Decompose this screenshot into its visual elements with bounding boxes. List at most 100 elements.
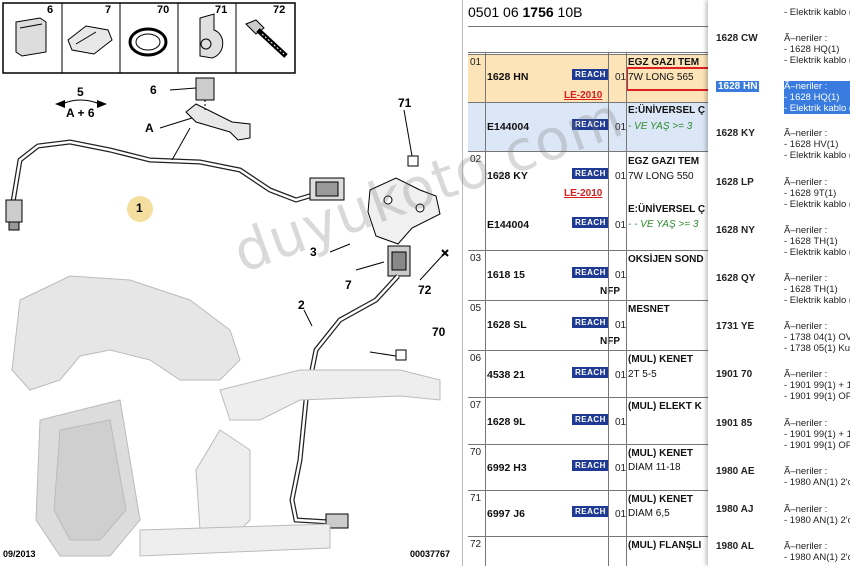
part-description: OKSİJEN SOND <box>628 254 704 265</box>
reach-badge: REACH <box>572 168 609 179</box>
alt-line: Ã–neriler : <box>784 418 828 429</box>
table-row[interactable]: E144004 REACH 01 E:ÜNİVERSEL Ç - - VE YA… <box>468 199 709 249</box>
alt-line: - Elektrik kablo ( <box>784 295 850 306</box>
table-row[interactable]: 71 6997 J6 REACH 01 (MUL) KENET DIAM 6,5 <box>468 490 709 537</box>
part-description: (MUL) FLANŞLI <box>628 540 702 551</box>
callout-2: 2 <box>298 298 305 312</box>
table-row[interactable]: E144004 REACH 01 E:ÜNİVERSEL Ç - VE YAŞ … <box>468 102 709 151</box>
alt-line: - 1738 05(1) Ku <box>784 343 850 354</box>
alt-code[interactable]: 1628 NY <box>716 225 755 236</box>
part-code[interactable]: 1628 9L <box>487 416 526 428</box>
parts-table-panel: 0501 06 1756 10B 01 1628 HN REACH 01 LE-… <box>462 0 709 566</box>
table-row[interactable]: 05 1628 SL REACH 01 NFP MESNET <box>468 300 709 351</box>
alt-code[interactable]: 1628 KY <box>716 128 755 139</box>
callout-5-sub: A + 6 <box>66 106 95 120</box>
parts-diagram: 6 7 70 71 72 5 A + 6 6 A 1 71 3 7 72 2 7… <box>2 2 451 559</box>
table-row[interactable]: 06 4538 21 REACH 01 (MUL) KENET 2T 5-5 <box>468 350 709 398</box>
reach-badge: REACH <box>572 367 609 378</box>
part-code[interactable]: 6997 J6 <box>487 508 525 520</box>
alt-code[interactable]: 1980 AJ <box>716 504 754 515</box>
alt-code[interactable]: 1980 AE <box>716 466 755 477</box>
row-position: 71 <box>470 493 482 504</box>
thumb-label-70: 70 <box>157 4 170 16</box>
thumb-label-6: 6 <box>47 4 54 16</box>
alt-code[interactable]: 1628 QY <box>716 273 756 284</box>
callout-5: 5 <box>77 85 84 99</box>
alt-line: Ã–neriler : <box>784 504 828 515</box>
callout-71: 71 <box>398 96 412 110</box>
le-link[interactable]: LE-2010 <box>564 188 603 199</box>
exhaust-diagram-drawing <box>2 2 449 557</box>
part-description: E:ÜNİVERSEL Ç <box>628 105 706 116</box>
callout-6: 6 <box>150 83 157 97</box>
part-code[interactable]: 1618 15 <box>487 269 525 281</box>
part-description-detail: - VE YAŞ >= 3 <box>628 121 693 132</box>
alt-line: - 1628 HQ(1) <box>784 44 840 55</box>
part-code[interactable]: 6992 H3 <box>487 462 527 474</box>
alt-code[interactable]: 1628 LP <box>716 177 754 188</box>
diagram-date: 09/2013 <box>3 549 36 559</box>
part-description: (MUL) KENET <box>628 494 693 505</box>
thumb-label-7: 7 <box>105 4 112 16</box>
alt-line: - 1628 HQ(1) <box>784 92 850 103</box>
part-description: (MUL) ELEKT K <box>628 401 702 412</box>
row-position: 70 <box>470 447 482 458</box>
part-code[interactable]: 1628 HN <box>487 71 529 83</box>
part-code[interactable]: E144004 <box>487 121 530 133</box>
alternatives-panel: - Elektrik kablo ( 1628 CW Ã–neriler :- … <box>708 0 850 566</box>
part-code[interactable]: 1628 KY <box>487 170 528 182</box>
thumb-label-72: 72 <box>273 4 286 16</box>
row-position: 06 <box>470 353 482 364</box>
part-description: E:ÜNİVERSEL Ç <box>628 204 706 215</box>
callout-7: 7 <box>345 278 352 292</box>
quantity: 01 <box>615 509 627 520</box>
table-row[interactable]: 03 1618 15 REACH 01 NFP OKSİJEN SOND <box>468 250 709 301</box>
alt-line: - Elektrik kablo ( <box>784 150 850 161</box>
alt-line: Ã–neriler : <box>784 466 828 477</box>
quantity: 01 <box>615 122 627 133</box>
part-code[interactable]: 1628 SL <box>487 319 527 331</box>
alt-code[interactable]: 1628 CW <box>716 33 758 44</box>
callout-1: 1 <box>136 201 143 215</box>
part-description-detail: DIAM 6,5 <box>628 508 670 519</box>
row-position: 07 <box>470 400 482 411</box>
ref-bold: 1756 <box>522 4 554 20</box>
alt-line: - 1980 AN(1) 2'c <box>784 515 850 526</box>
row-position: 72 <box>470 539 482 550</box>
part-description: MESNET <box>628 304 670 315</box>
table-row[interactable]: 70 6992 H3 REACH 01 (MUL) KENET DIAM 11-… <box>468 444 709 491</box>
alt-code[interactable]: 1980 AL <box>716 541 754 552</box>
part-description-detail: 2T 5-5 <box>628 369 657 380</box>
le-link[interactable]: LE-2010 <box>564 90 603 101</box>
reach-badge: REACH <box>572 460 609 471</box>
reach-badge: REACH <box>572 317 609 328</box>
alt-code[interactable]: 1731 YE <box>716 321 755 332</box>
alt-code[interactable]: 1901 70 <box>716 369 753 380</box>
alt-line: - 1901 99(1) OP <box>784 440 850 451</box>
alt-line: - 1980 AN(1) 2'c <box>784 552 850 563</box>
alt-code[interactable]: 1901 85 <box>716 418 753 429</box>
alt-line: Ã–neriler : <box>784 177 828 188</box>
reach-badge: REACH <box>572 267 609 278</box>
part-description: (MUL) KENET <box>628 354 693 365</box>
part-description-detail: - - VE YAŞ >= 3 <box>628 219 699 230</box>
table-row[interactable]: 02 1628 KY REACH 01 LE-2010 EGZ GAZI TEM… <box>468 151 709 200</box>
part-code[interactable]: E144004 <box>487 219 530 231</box>
table-row[interactable]: 01 1628 HN REACH 01 LE-2010 EGZ GAZI TEM… <box>468 54 709 103</box>
table-row[interactable]: 07 1628 9L REACH 01 (MUL) ELEKT K <box>468 397 709 445</box>
alt-line: Ã–neriler : <box>784 321 828 332</box>
diagram-number: 00037767 <box>410 549 451 559</box>
quantity: 01 <box>615 171 627 182</box>
part-code[interactable]: 4538 21 <box>487 369 525 381</box>
quantity: 01 <box>615 320 627 331</box>
part-description: (MUL) KENET <box>628 448 693 459</box>
alt-line: - 1901 99(1) + 1 <box>784 429 850 440</box>
alt-code-selected[interactable]: 1628 HN <box>716 81 760 92</box>
ref-suffix: 10B <box>557 4 583 20</box>
row-position: 05 <box>470 303 482 314</box>
ref-prefix: 0501 06 <box>468 4 519 20</box>
table-row[interactable]: 72 (MUL) FLANŞLI <box>468 536 709 566</box>
quantity: 01 <box>615 72 627 83</box>
alt-line: - Elektrik kablo ( <box>784 103 850 114</box>
alt-line: - 1980 AN(1) 2'c <box>784 477 850 488</box>
